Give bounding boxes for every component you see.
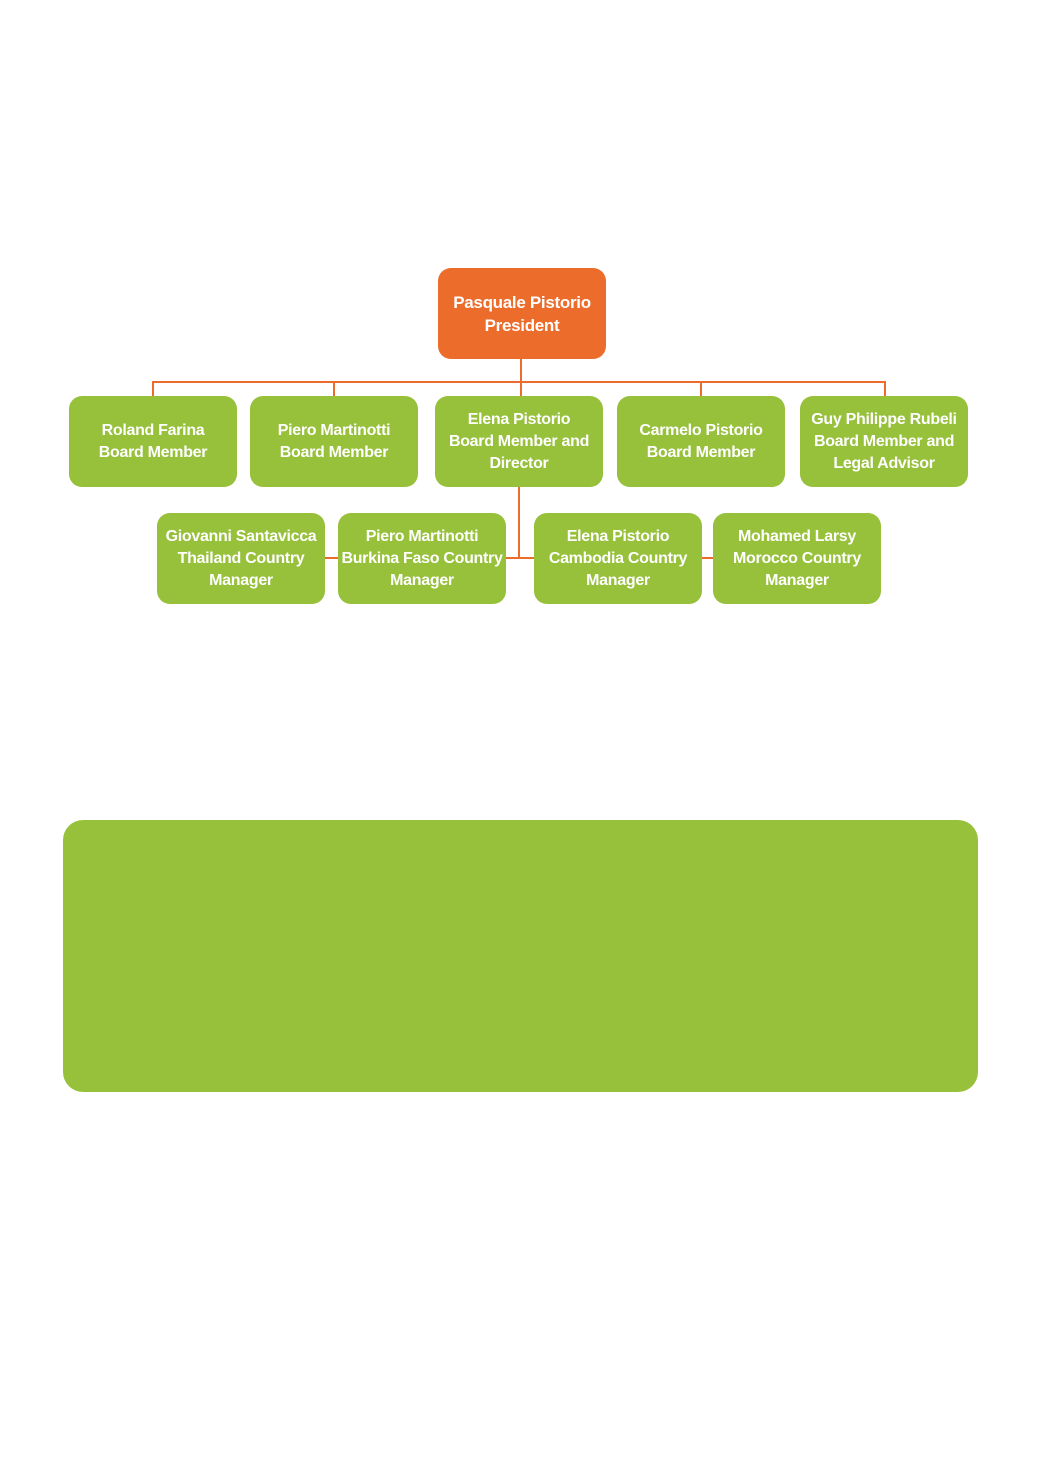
node-board-member-legal-advisor: Guy Philippe Rubeli Board Member and Leg… — [800, 396, 968, 487]
node-role-line2: Legal Advisor — [833, 454, 935, 472]
node-role: Board Member and — [448, 432, 590, 450]
node-name: Giovanni Santavicca — [165, 527, 317, 545]
node-role: Thailand Country — [177, 549, 305, 567]
node-role-line2: Manager — [209, 571, 273, 589]
node-role: Board Member — [98, 443, 208, 461]
node-name: Guy Philippe Rubeli — [811, 410, 957, 428]
node-board-member-4: Carmelo Pistorio Board Member — [617, 396, 785, 487]
node-country-manager-cambodia: Elena Pistorio Cambodia Country Manager — [534, 513, 702, 604]
node-role: Board Member and — [813, 432, 955, 450]
node-name: Pasquale Pistorio — [453, 292, 591, 312]
node-role-line2: Director — [489, 454, 549, 472]
node-role: Cambodia Country — [548, 549, 688, 567]
node-role-line2: Manager — [586, 571, 650, 589]
node-role: Board Member — [279, 443, 389, 461]
node-name: Roland Farina — [101, 421, 205, 439]
green-panel — [63, 820, 978, 1092]
node-role-line2: Manager — [765, 571, 829, 589]
node-board-member-1: Roland Farina Board Member — [69, 396, 237, 487]
node-role: President — [484, 315, 560, 335]
node-name: Carmelo Pistorio — [639, 421, 763, 439]
node-name: Piero Martinotti — [277, 421, 391, 439]
node-board-member-2: Piero Martinotti Board Member — [250, 396, 418, 487]
node-country-manager-burkina-faso: Piero Martinotti Burkina Faso Country Ma… — [338, 513, 506, 604]
node-country-manager-thailand: Giovanni Santavicca Thailand Country Man… — [157, 513, 325, 604]
node-name: Elena Pistorio — [566, 527, 670, 545]
node-board-member-director: Elena Pistorio Board Member and Director — [435, 396, 603, 487]
node-role-line2: Manager — [390, 571, 454, 589]
connector-group — [152, 359, 886, 559]
node-role: Burkina Faso Country — [341, 549, 503, 567]
node-role: Board Member — [646, 443, 756, 461]
node-name: Elena Pistorio — [467, 410, 571, 428]
node-name: Mohamed Larsy — [738, 527, 856, 545]
node-country-manager-morocco: Mohamed Larsy Morocco Country Manager — [713, 513, 881, 604]
node-name: Piero Martinotti — [365, 527, 479, 545]
node-president: Pasquale Pistorio President — [438, 268, 606, 359]
node-role: Morocco Country — [733, 549, 861, 567]
